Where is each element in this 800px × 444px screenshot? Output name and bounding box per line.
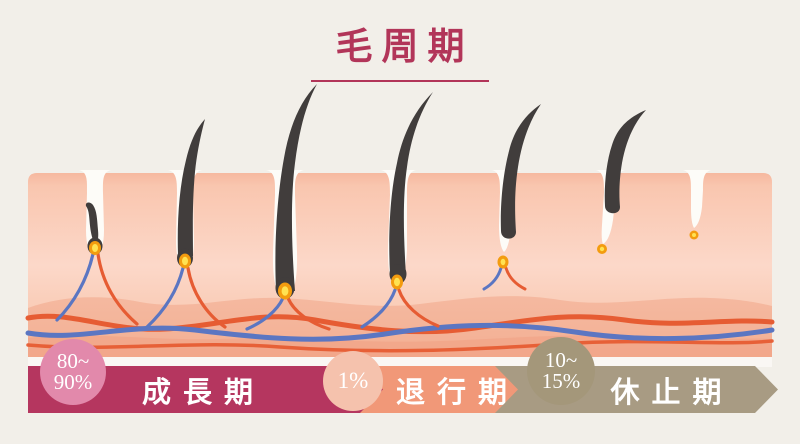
follicle-stage-1 — [55, 170, 139, 326]
badge-line: 1% — [337, 368, 369, 394]
banner-backing-strip — [28, 357, 772, 367]
badge-line: 15% — [541, 369, 581, 393]
page-title-block: 毛周期 — [0, 16, 800, 82]
percentage-badge-telogen: 10~ 15% — [527, 337, 595, 405]
phase-label-telogen: 休止期 — [610, 376, 734, 409]
follicle-stage-3 — [245, 84, 331, 331]
title-underline — [311, 80, 489, 82]
phase-label-catagen: 退行期 — [396, 376, 520, 409]
badge-line: 90% — [53, 370, 93, 394]
badge-line: 10~ — [544, 347, 578, 372]
percentage-badge-catagen: 1% — [323, 351, 383, 411]
follicle-stage-5 — [482, 104, 541, 291]
badge-line: 80~ — [56, 348, 90, 373]
follicle-stage-6 — [596, 110, 646, 254]
follicle-stage-4 — [360, 92, 440, 329]
follicle-stage-2 — [145, 119, 227, 329]
follicle-stage-7 — [683, 170, 711, 240]
phase-label-anagen: 成長期 — [141, 376, 265, 409]
blood-vessels — [25, 313, 775, 353]
percentage-badge-anagen: 80~ 90% — [40, 339, 106, 405]
page-title: 毛周期 — [335, 27, 474, 68]
